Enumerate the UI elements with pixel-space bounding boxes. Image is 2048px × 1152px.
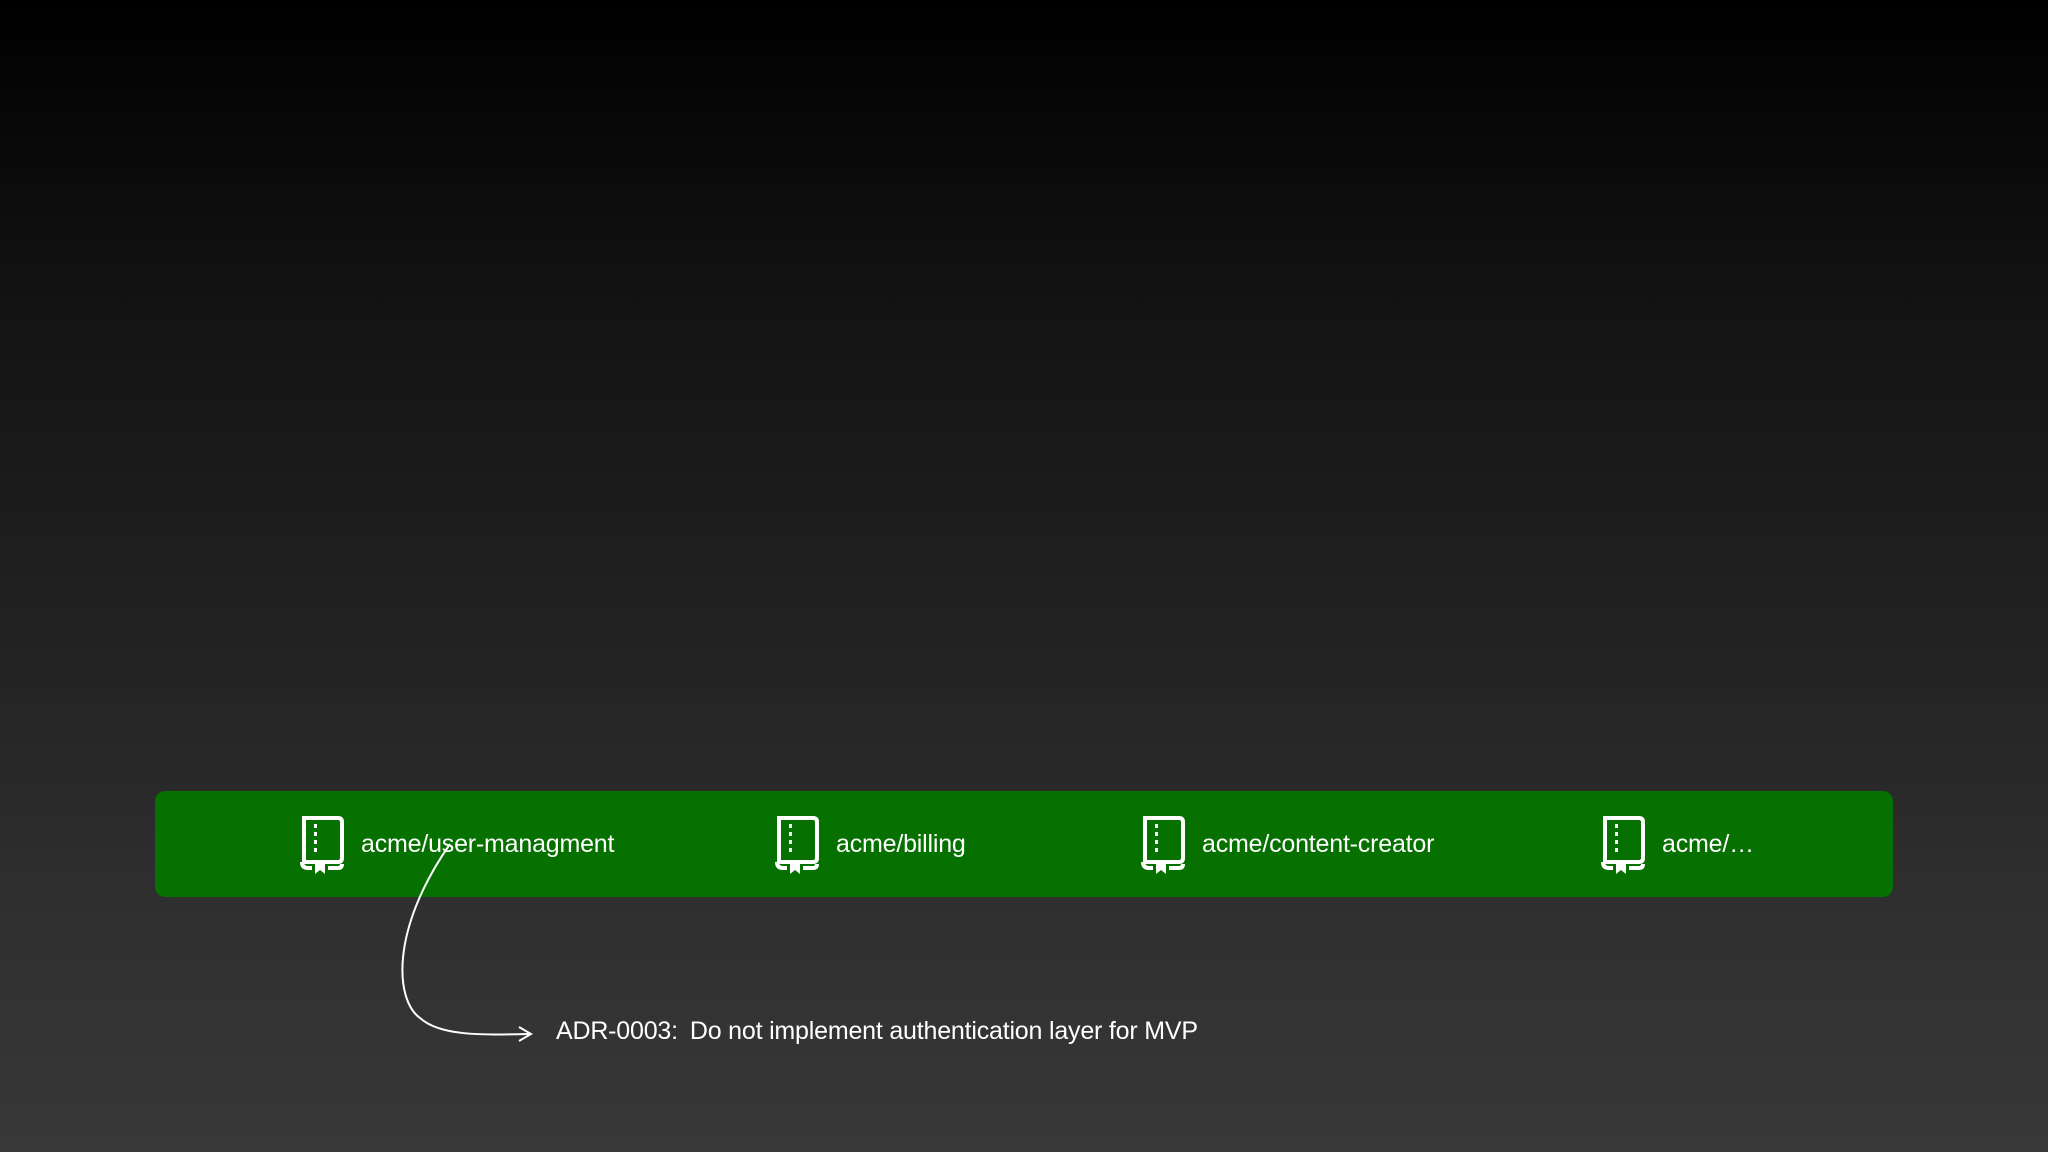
repo-name: acme/billing [836,829,966,858]
repo-item-more[interactable]: acme/… [1599,791,1754,897]
adr-annotation: ADR-0003: Do not implement authentication… [556,1017,1198,1046]
repo-item-user-managment[interactable]: acme/user-managment [298,791,614,897]
repository-bar: acme/user-managment acme/billing [155,791,1893,897]
repo-book-icon [773,814,821,874]
repo-book-icon [298,814,346,874]
repo-book-icon [1599,814,1647,874]
repo-item-billing[interactable]: acme/billing [773,791,966,897]
adr-id: ADR-0003: [556,1017,678,1045]
repo-name: acme/content-creator [1202,829,1435,858]
repo-book-icon [1139,814,1187,874]
repo-name: acme/user-managment [361,829,615,858]
repo-name: acme/… [1662,829,1754,858]
repo-item-content-creator[interactable]: acme/content-creator [1139,791,1434,897]
adr-title: Do not implement authentication layer fo… [689,1017,1198,1045]
